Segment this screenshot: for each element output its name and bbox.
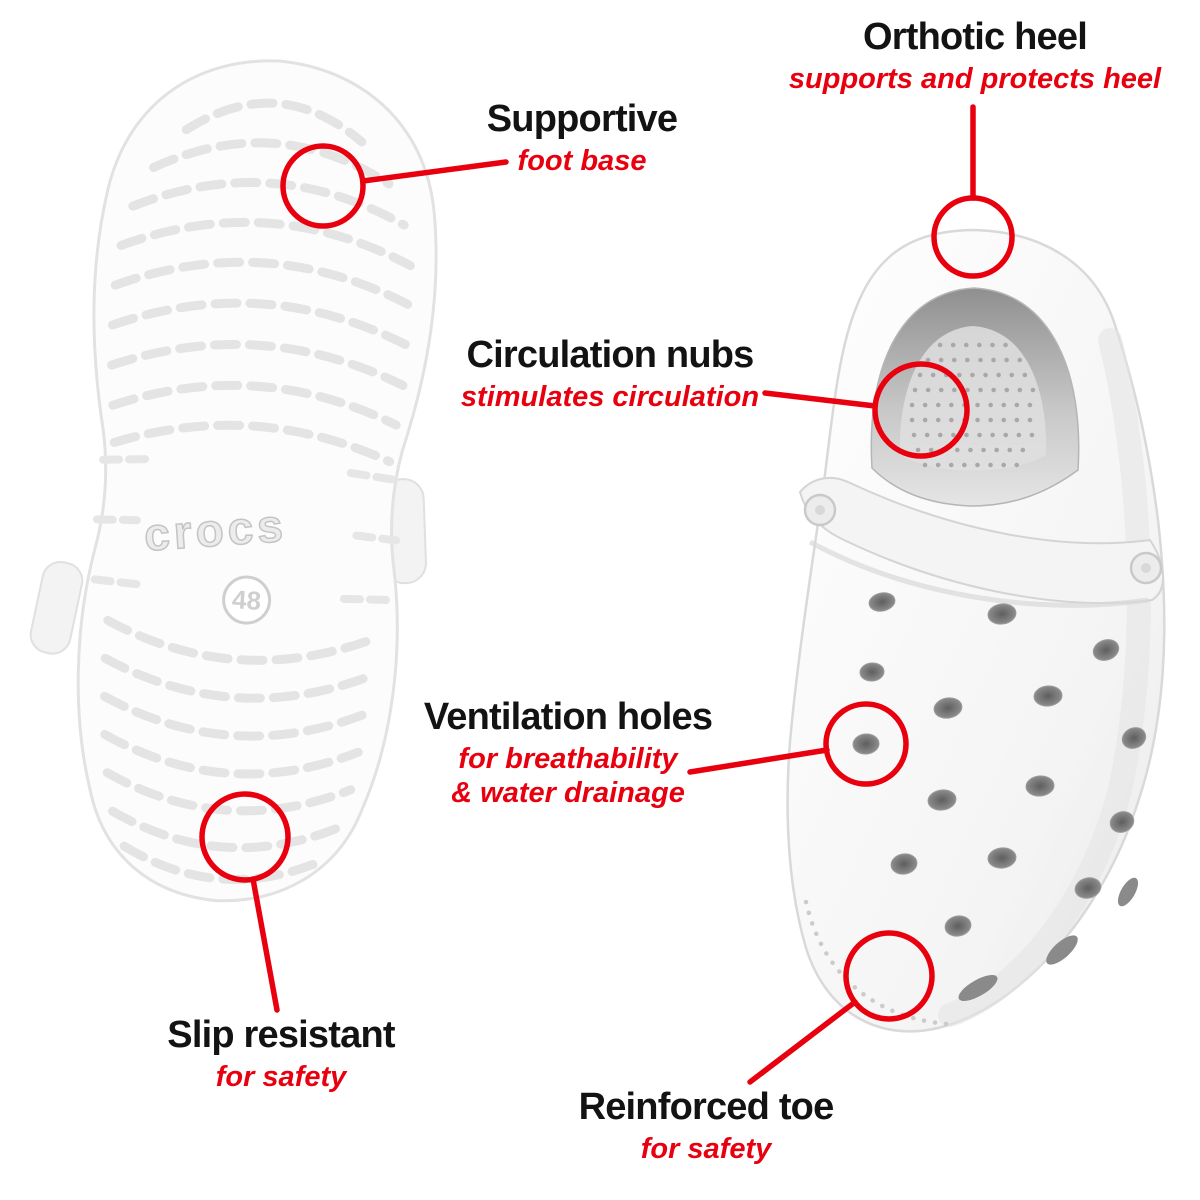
ventilation-holes-group — [852, 592, 1147, 937]
ventilation-hole — [890, 853, 918, 875]
callout-line-ventilation-holes — [687, 747, 830, 775]
annotation-supportive: Supportive foot base — [486, 98, 678, 178]
toe-vent — [1117, 877, 1139, 907]
heel-footbed — [899, 326, 1047, 471]
callout-circle-reinforced-toe — [843, 930, 935, 1022]
annotation-title: Supportive — [486, 98, 678, 140]
ventilation-hole — [987, 847, 1017, 869]
annotation-reinforced-toe: Reinforced toe for safety — [578, 1086, 835, 1166]
annotation-title: Ventilation holes — [423, 696, 713, 738]
annotation-subtitle: for breathability — [458, 742, 678, 775]
ventilation-hole — [868, 592, 896, 612]
toe-side-vents — [958, 877, 1139, 1001]
callout-circle-supportive — [280, 143, 366, 229]
sole-left-strap-tab — [29, 560, 84, 655]
ventilation-hole — [944, 915, 972, 937]
annotation-orthotic-heel: Orthotic heel supports and protects heel — [789, 16, 1161, 96]
body-shading — [938, 328, 1151, 1027]
annotation-subtitle: for safety — [215, 1060, 347, 1093]
ventilation-hole — [1025, 775, 1055, 797]
ventilation-hole — [933, 697, 963, 719]
strap-rivet-right-center — [1141, 563, 1151, 573]
callout-line-slip-resistant — [250, 876, 280, 1013]
toe-vent — [1046, 935, 1078, 965]
ventilation-hole — [927, 789, 957, 811]
annotation-title: Slip resistant — [167, 1014, 395, 1056]
ventilation-hole — [1033, 685, 1063, 707]
annotation-subtitle: stimulates circulation — [460, 380, 760, 413]
annotation-subtitle: supports and protects heel — [788, 62, 1162, 95]
tread-pattern-heel — [100, 615, 378, 884]
ventilation-hole — [859, 662, 885, 682]
annotation-slip-resistant: Slip resistant for safety — [167, 1014, 395, 1094]
ventilation-hole — [1121, 727, 1147, 749]
toe-ridge-bumps — [803, 899, 951, 1027]
size-badge-label: 48 — [231, 584, 262, 616]
strap-shadow — [808, 539, 1149, 608]
tread-pattern-waist — [90, 455, 403, 605]
ventilation-hole — [1074, 877, 1102, 899]
brand-logo: crocs — [142, 499, 288, 561]
toe-vent — [958, 975, 998, 1001]
strap-rivet-left-center — [815, 505, 825, 515]
sole-bottom-view: crocs 48 — [29, 59, 438, 903]
size-badge-circle — [222, 575, 272, 625]
annotation-circulation-nubs: Circulation nubs stimulates circulation — [461, 334, 759, 414]
callout-circle-ventilation-holes — [823, 701, 909, 787]
annotation-title: Reinforced toe — [578, 1086, 835, 1128]
annotation-ventilation-holes: Ventilation holes for breathability & wa… — [423, 696, 713, 810]
annotation-subtitle: & water drainage — [451, 776, 685, 809]
callout-circle-circulation-nubs — [872, 361, 970, 459]
callout-line-reinforced-toe — [747, 999, 858, 1085]
callout-overlays — [199, 104, 1015, 1085]
annotation-subtitle: for safety — [640, 1132, 772, 1165]
annotation-title: Orthotic heel — [863, 16, 1088, 58]
ventilation-hole — [1092, 639, 1120, 661]
annotation-subtitle: foot base — [517, 144, 647, 177]
callout-circle-slip-resistant — [199, 791, 291, 883]
annotation-title: Circulation nubs — [466, 334, 755, 376]
ventilation-hole — [987, 603, 1017, 625]
callout-line-supportive — [360, 159, 509, 184]
ventilation-hole — [1109, 811, 1135, 833]
clog-top-view — [786, 228, 1166, 1033]
circulation-nubs-dots — [909, 342, 1039, 468]
ventilation-hole-circled — [852, 733, 880, 755]
heel-strap — [798, 476, 1165, 605]
callout-line-circulation-nubs — [762, 390, 878, 409]
tread-pattern-toe — [107, 98, 416, 467]
